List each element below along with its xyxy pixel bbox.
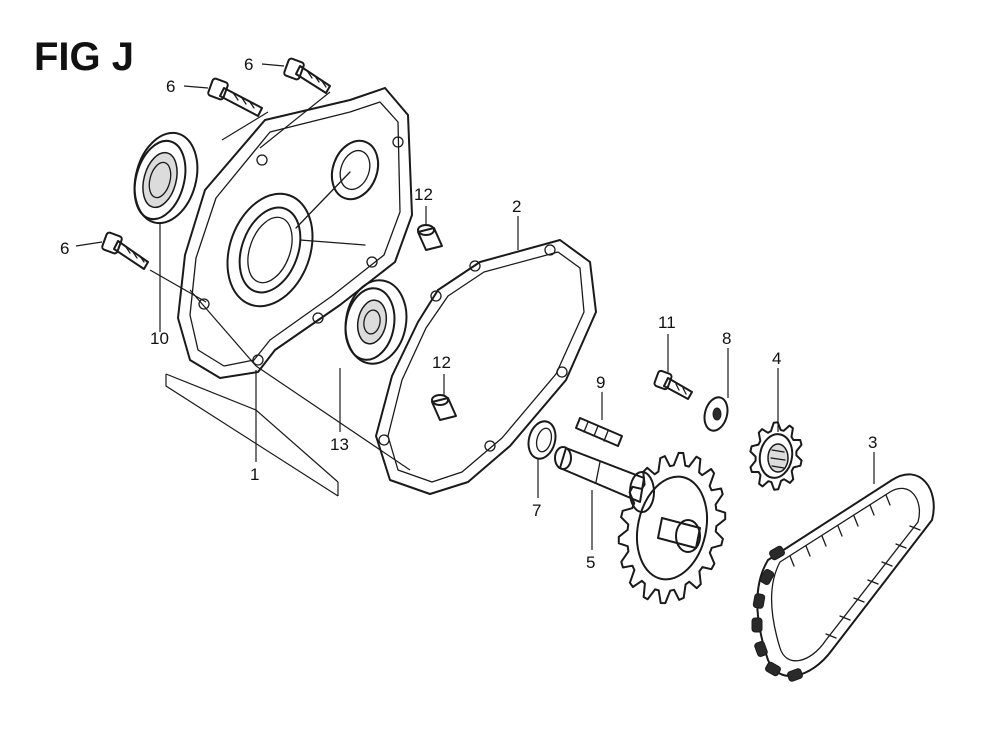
- part-bolt-11: [653, 369, 693, 400]
- part-drive-chain: [751, 473, 935, 682]
- callout-6-top: 6: [244, 55, 253, 74]
- part-bolt-top: [283, 57, 331, 94]
- part-dowel-pin-top: [417, 224, 443, 251]
- part-gear-case-cover: [177, 87, 413, 379]
- callout-6-left: 6: [60, 239, 69, 258]
- part-ball-bearing: [344, 279, 408, 365]
- callout-labels: 6 6 6 10 1 13 12 12 2 9 7 5 11 8 4 3: [60, 55, 877, 572]
- callout-13: 13: [330, 435, 349, 454]
- part-oil-seal: [133, 131, 199, 225]
- part-gasket: [375, 239, 597, 495]
- callout-11: 11: [658, 313, 676, 332]
- callout-12-bottom: 12: [432, 353, 451, 372]
- callout-9: 9: [596, 373, 605, 392]
- part-small-sprocket: [749, 421, 803, 491]
- callout-8: 8: [722, 329, 731, 348]
- callout-1: 1: [250, 465, 259, 484]
- part-key: [575, 417, 623, 447]
- callout-5: 5: [586, 553, 595, 572]
- part-dowel-pin-bottom: [431, 394, 457, 421]
- part-drive-shaft-sprocket: [554, 446, 727, 605]
- part-bolt-left: [101, 231, 149, 270]
- callout-12-top: 12: [414, 185, 433, 204]
- part-bolt-middle: [207, 77, 263, 117]
- part-washer-8: [703, 396, 729, 432]
- callout-3: 3: [868, 433, 877, 452]
- chain-links-dark: [751, 545, 803, 682]
- callout-10: 10: [150, 329, 169, 348]
- callout-7: 7: [532, 501, 541, 520]
- leader-lines: [75, 63, 875, 550]
- callout-6-middle: 6: [166, 77, 175, 96]
- figure-title: FIG J: [34, 35, 134, 79]
- part-washer: [527, 420, 557, 460]
- callout-2: 2: [512, 197, 521, 216]
- callout-4: 4: [772, 349, 781, 368]
